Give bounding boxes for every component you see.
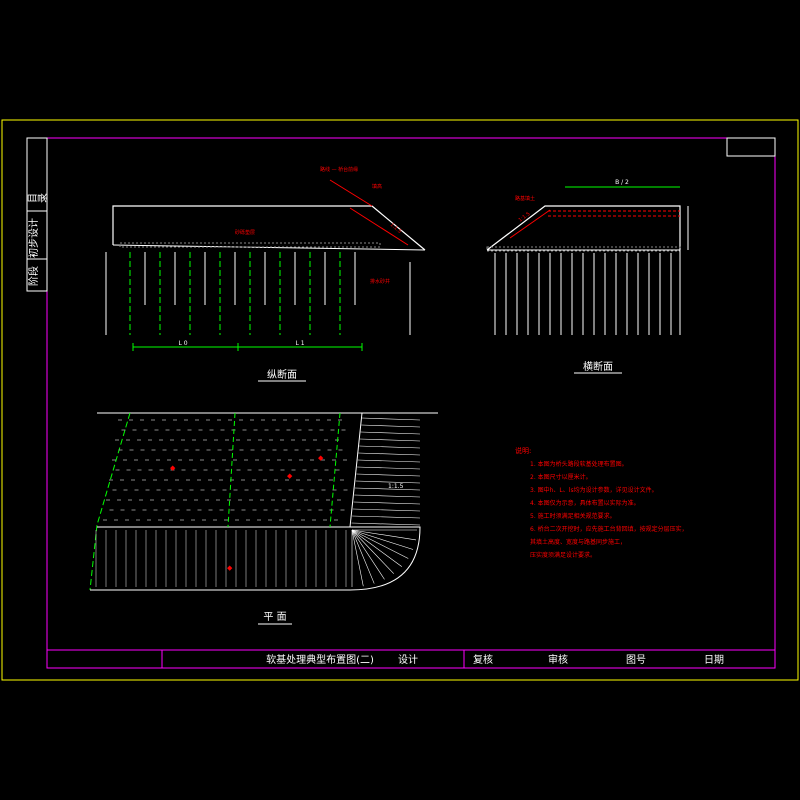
slope-hatch [351,529,409,559]
slope-hatch [351,529,364,587]
slope-hatch [351,529,375,584]
slope-hatch [361,417,421,421]
pile-label: 排水砂井 [370,278,390,285]
title-block-drawing-no: 图号 [626,654,646,666]
svg-text:◆: ◆ [227,564,233,572]
side-tab-mid: 初步设计 [27,218,40,258]
slope-hatch [356,473,421,477]
slope-note: 填高 [372,183,382,190]
slope-hatch [354,494,421,498]
slope-hatch [359,445,421,449]
slope-hatch [351,529,417,541]
slope-hatch [357,466,421,470]
title-block-audit: 审核 [548,653,568,666]
title-longitudinal: 纵断面 [267,368,297,381]
svg-text:◆: ◆ [287,472,293,480]
title-block-date: 日期 [704,654,724,666]
longitudinal-section: 填高 1:1.5 砂砾垫层 路线 — 桥台前缘 L 0 L 1 排水砂井 纵断面 [105,166,426,382]
dim-l1: L 1 [295,340,304,347]
slope-hatch [357,459,421,463]
plan-slope-ratio: 1:1.5 [388,483,404,490]
side-tab [26,137,48,292]
slope-hatch [351,529,385,580]
note-7: 其填土高度、宽度与路基同步施工， [530,538,626,546]
plan-dots [95,419,348,587]
note-6: 6. 桥台二次开挖时，应先施工台背回填，按规定分层压实， [530,525,688,533]
slope-hatch [351,529,402,567]
slope-hatch [351,529,394,574]
slope-hatch [354,487,421,491]
side-tab-top: 目录 [27,194,47,206]
plan-view: 1:1.5 ◆ ◆ ◆ ◆ 平 面 [89,412,438,625]
cross-label-top: 路基填土 [515,195,535,202]
dim-b-half: B / 2 [615,179,629,186]
slope-hatch [361,424,421,428]
inner-frame [46,137,776,669]
title-cross: 横断面 [583,360,613,373]
cushion-label: 砂砾垫层 [235,229,255,236]
svg-text:◆: ◆ [318,454,324,462]
side-tab-bottom: 阶段 [27,266,40,286]
slope-hatch [352,515,421,519]
outer-frame [1,119,799,681]
slope-hatch [352,508,421,512]
note-8: 压实度须满足设计要求。 [530,551,596,559]
slope-hatch [351,529,414,550]
slope-hatch [359,438,421,442]
note-1: 1. 本图为桥头路段软基处理布置图。 [530,460,628,468]
title-plan: 平 面 [263,612,286,623]
long-piles [129,252,356,335]
long-slope-ratio: 1:1.5 [389,222,403,235]
slope-hatch [360,431,421,435]
dim-l0: L 0 [178,340,187,347]
slope-hatch [355,480,421,484]
plan-hatch [351,417,421,587]
cross-section: 路基填土 1:1.5 B / 2 横断面 [486,179,689,374]
title-block-review: 复核 [473,653,493,666]
note-3: 3. 图中h、L、ls均为设计参数，详见设计文件。 [530,486,658,494]
slope-hatch [351,522,421,526]
cross-piles [494,253,672,335]
note-2: 2. 本图尺寸以厘米计。 [530,473,592,481]
label-road: 路线 — 桥台前缘 [320,166,358,173]
title-block: 软基处理典型布置图(二) 设计 复核 审核 图号 日期 [47,649,775,668]
notes: 说明: 1. 本图为桥头路段软基处理布置图。 2. 本图尺寸以厘米计。 3. 图… [515,446,688,559]
svg-text:◆: ◆ [170,464,176,472]
title-block-design: 设计 [398,653,418,666]
notes-heading: 说明: [515,446,531,455]
title-block-title: 软基处理典型布置图(二) [266,653,374,666]
stamp-box [726,137,776,157]
slope-hatch [358,452,421,456]
slope-hatch [353,501,421,505]
note-5: 5. 施工时须满足相关规范要求。 [530,512,616,520]
note-4: 4. 本图仅为示意，具体布置以实际为准。 [530,499,640,507]
